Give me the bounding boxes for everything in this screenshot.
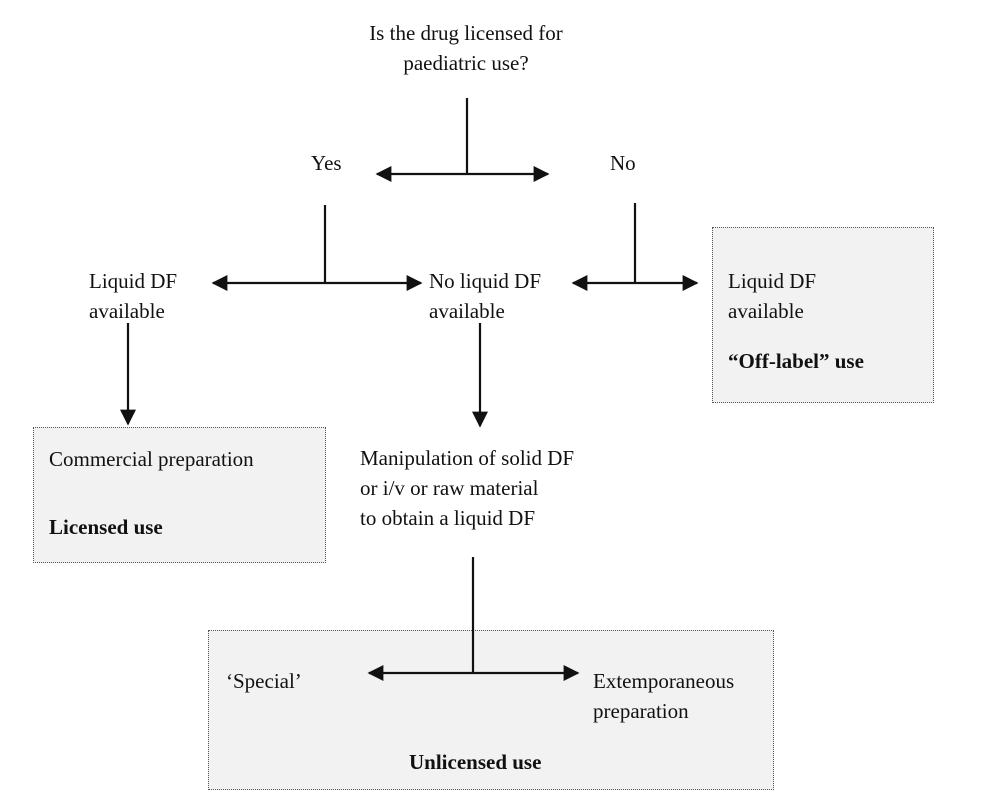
question-line-2: paediatric use? xyxy=(403,51,529,75)
extemporaneous-line-1: Extemporaneous xyxy=(593,669,735,693)
question-line-1: Is the drug licensed for xyxy=(369,21,563,45)
licensed-use-title: Licensed use xyxy=(49,515,163,539)
no-liquid-df-line-1: No liquid DF xyxy=(429,269,542,293)
liquid-df-left-line-2: available xyxy=(89,299,165,323)
yes-label: Yes xyxy=(311,151,342,175)
licensed-use-box xyxy=(33,427,326,563)
off-label-box xyxy=(712,227,934,403)
no-liquid-df-line-2: available xyxy=(429,299,505,323)
special-label: ‘Special’ xyxy=(226,669,302,693)
liquid-df-right: Liquid DF available xyxy=(728,266,816,326)
manipulation-line-1: Manipulation of solid DF xyxy=(360,446,575,470)
extemporaneous-line-2: preparation xyxy=(593,699,689,723)
extemporaneous-preparation: Extemporaneous preparation xyxy=(593,666,734,726)
off-label-title: “Off-label” use xyxy=(728,349,864,373)
liquid-df-right-line-2: available xyxy=(728,299,804,323)
no-label: No xyxy=(610,151,636,175)
unlicensed-use-box xyxy=(208,630,774,790)
manipulation-text: Manipulation of solid DF or i/v or raw m… xyxy=(360,443,574,533)
unlicensed-use-title: Unlicensed use xyxy=(409,750,542,774)
question-text: Is the drug licensed for paediatric use? xyxy=(306,18,626,78)
liquid-df-right-line-1: Liquid DF xyxy=(728,269,817,293)
commercial-preparation: Commercial preparation xyxy=(49,447,254,471)
manipulation-line-3: to obtain a liquid DF xyxy=(360,506,535,530)
liquid-df-left-line-1: Liquid DF xyxy=(89,269,178,293)
manipulation-line-2: or i/v or raw material xyxy=(360,476,539,500)
no-liquid-df: No liquid DF available xyxy=(429,266,541,326)
liquid-df-left: Liquid DF available xyxy=(89,266,177,326)
